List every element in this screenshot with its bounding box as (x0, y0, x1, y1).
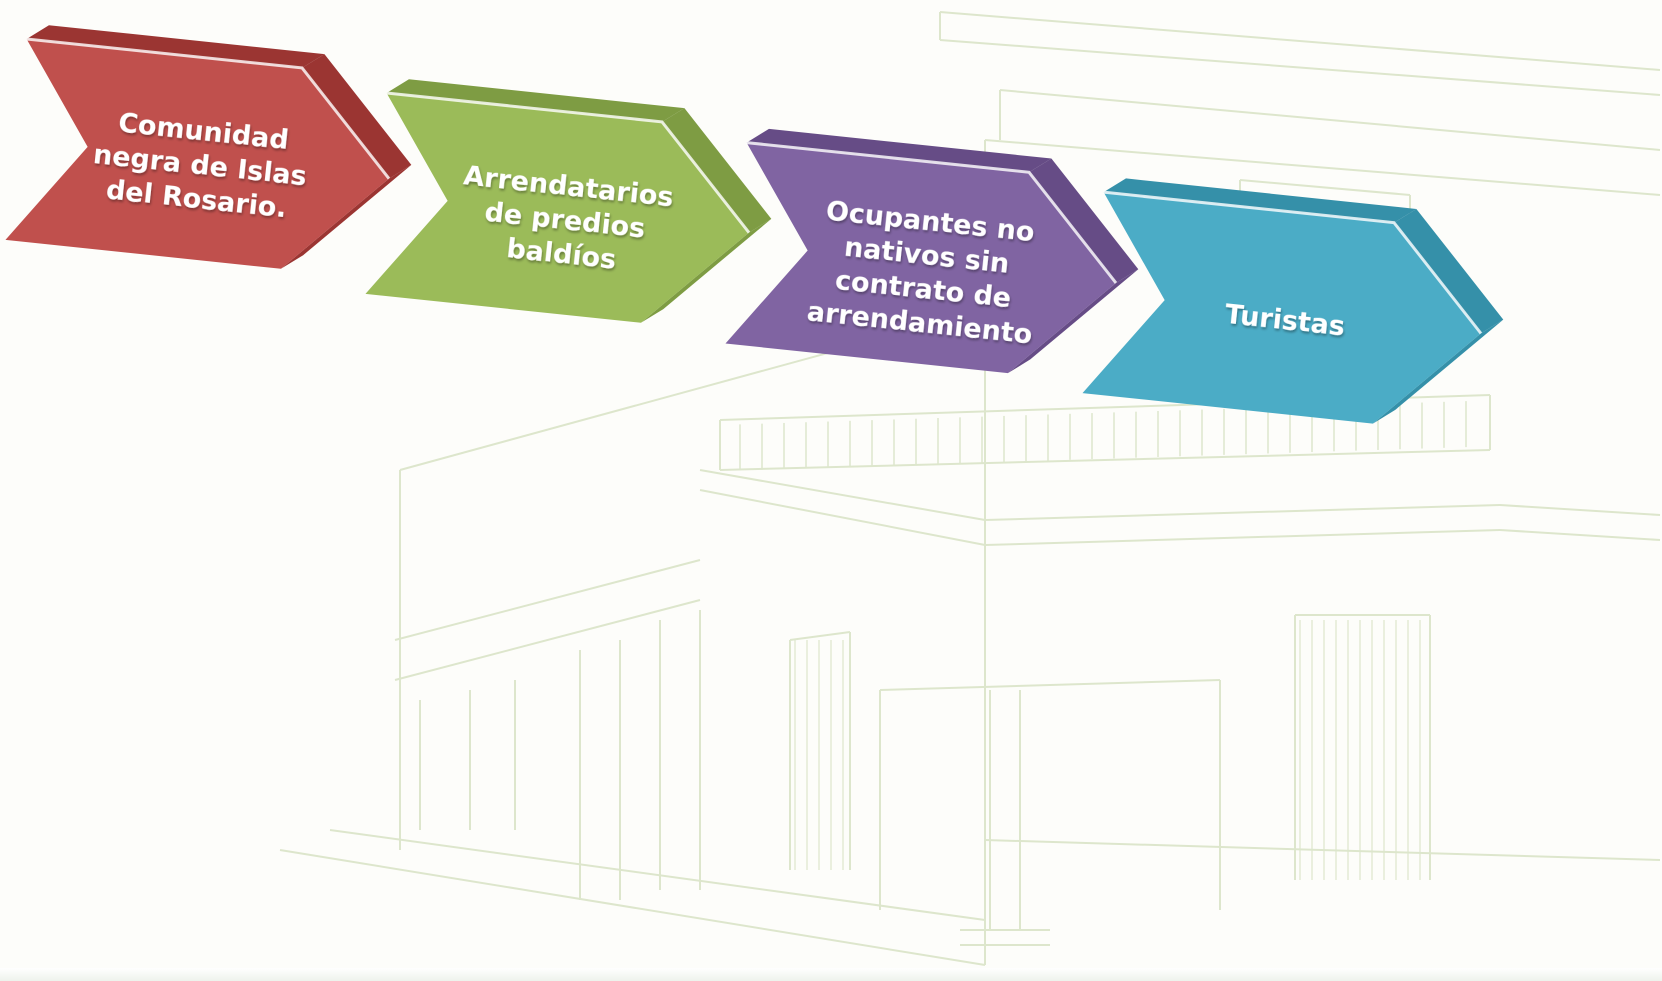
chevron-front-face (5, 38, 389, 269)
chevron-front-face (365, 92, 749, 323)
sketch-line (1239, 179, 1411, 196)
chevron-side-face (302, 54, 412, 179)
sketch-line (329, 829, 986, 921)
chevron-top-face (1103, 178, 1417, 223)
chevron-side-face (640, 218, 772, 323)
sketch-line (984, 139, 1661, 196)
chevron-edge-highlight (746, 141, 1118, 284)
chevron-front-face (725, 142, 1116, 374)
sketch-line (394, 559, 701, 641)
chevron-side-face (280, 164, 412, 269)
chevron-side-face (662, 108, 772, 233)
chevron-top-face (386, 79, 685, 122)
chevron-front-face (1082, 192, 1481, 424)
chevron-step-3 (725, 128, 1139, 374)
chevron-side-face (1372, 319, 1504, 424)
chevron-step-4 (1082, 178, 1504, 424)
chevron-edge-highlight (26, 37, 391, 180)
sketch-line (1499, 504, 1661, 516)
chevron-edge-highlight (386, 91, 751, 234)
sketch-line (984, 504, 1501, 521)
sketch-line (984, 529, 1501, 546)
sketch-line (1499, 529, 1661, 541)
sketch-line (699, 489, 986, 546)
chevron-top-face (26, 25, 325, 68)
sketch-line (939, 11, 1661, 71)
chevron-step-1 (5, 25, 412, 269)
chevron-step-2 (365, 79, 772, 323)
chevron-edge-highlight (1103, 190, 1483, 335)
sketch-line (279, 849, 986, 966)
chevron-side-face (1007, 269, 1139, 374)
bottom-strip (0, 968, 1662, 981)
sketch-line (719, 449, 1491, 471)
chevron-side-face (1394, 208, 1504, 334)
sketch-line (879, 679, 1221, 691)
sketch-line (939, 39, 1661, 96)
chevron-side-face (1029, 158, 1139, 283)
sketch-line (984, 839, 1661, 861)
sketch-line (699, 469, 986, 521)
sketch-line (999, 89, 1661, 151)
sketch-line (394, 599, 701, 681)
chevron-top-face (746, 128, 1052, 173)
sketch-line (789, 631, 851, 641)
